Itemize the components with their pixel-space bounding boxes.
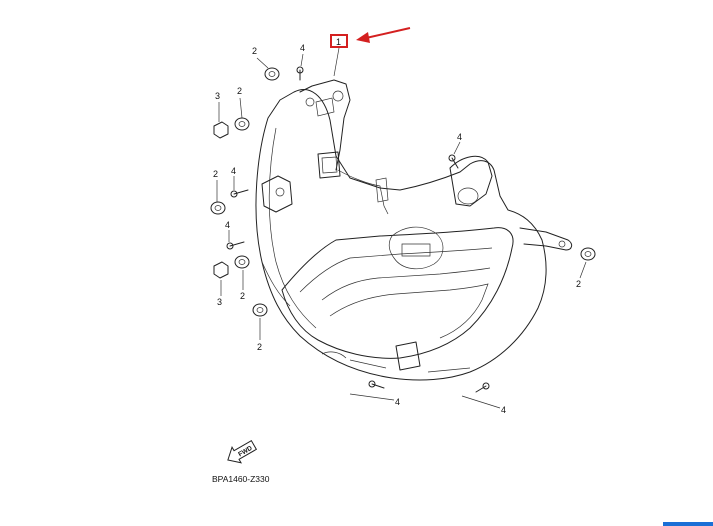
callout-labels: 1 2 4 3 2 4 2 4 3 2 2 4 2 4 4 [213, 27, 581, 415]
grommet-icon [234, 117, 250, 131]
callout-4: 4 [457, 132, 462, 142]
page-accent-bar [663, 522, 713, 526]
screw-icon [230, 189, 249, 198]
grommet-icon [210, 201, 226, 215]
leader-lines [216, 47, 587, 409]
callout-1-highlight-box [330, 34, 348, 48]
grommet-icon [580, 247, 596, 261]
screw-icon [296, 66, 304, 81]
grommet-icon [252, 303, 268, 317]
callout-3: 3 [217, 297, 222, 307]
screw-icon [448, 154, 459, 169]
callout-2: 2 [252, 46, 257, 56]
bolt-icon [213, 261, 229, 279]
callout-2: 2 [576, 279, 581, 289]
callout-2: 2 [237, 86, 242, 96]
headlight-assembly [255, 79, 573, 381]
red-arrow-icon [356, 27, 411, 43]
screw-icon [475, 382, 490, 393]
callout-4: 4 [501, 405, 506, 415]
callout-3: 3 [215, 91, 220, 101]
callout-1: 1 [336, 37, 341, 47]
grommet-icon [234, 255, 250, 269]
callout-4: 4 [225, 220, 230, 230]
callout-2: 2 [257, 342, 262, 352]
diagram-part-code: BPA1460-Z330 [212, 474, 270, 484]
grommet-icon [264, 67, 280, 81]
callout-4: 4 [231, 166, 236, 176]
callout-2: 2 [213, 169, 218, 179]
callout-4: 4 [395, 397, 400, 407]
callout-2: 2 [240, 291, 245, 301]
fasteners [210, 66, 596, 393]
screw-icon [368, 380, 385, 389]
fwd-arrow-icon: FWD [227, 439, 258, 464]
screw-icon [226, 241, 245, 250]
callout-4: 4 [300, 43, 305, 53]
bolt-icon [213, 121, 229, 139]
